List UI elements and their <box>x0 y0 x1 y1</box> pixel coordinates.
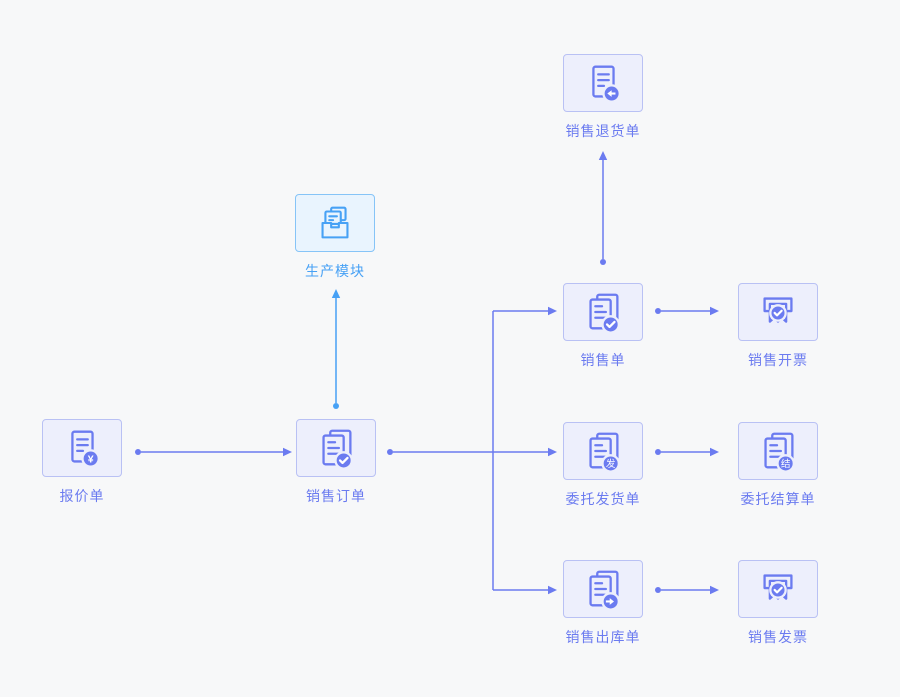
settle-badge-glyph: 结 <box>781 458 791 470</box>
node-sales-order: 销售订单 <box>296 419 376 504</box>
document-yuan-icon: ¥ <box>71 430 100 468</box>
dispatch-badge-glyph: 发 <box>606 458 616 470</box>
documents-check-icon <box>322 429 353 470</box>
production-module-card[interactable] <box>295 194 375 252</box>
node-label: 报价单 <box>59 488 105 504</box>
node-label: 销售退货单 <box>565 123 641 139</box>
node-sales-invoicing: 销售开票 <box>738 283 818 368</box>
edge-sales-outbound-to-sales-invoice <box>655 585 719 595</box>
edge-sales-order-to-production-module <box>331 289 341 409</box>
receipt-check-icon <box>763 574 793 600</box>
edge-sales-order-branch <box>387 306 557 595</box>
sales-invoicing-card[interactable] <box>738 283 818 341</box>
sales-return-card[interactable] <box>563 54 643 112</box>
node-label: 销售出库单 <box>565 629 641 645</box>
sales-slip-card[interactable] <box>563 283 643 341</box>
documents-settle-icon: 结 <box>764 432 795 473</box>
node-production-module: 生产模块 <box>295 194 375 279</box>
node-quotation: ¥ 报价单 <box>42 419 122 504</box>
node-label: 销售发票 <box>748 629 808 645</box>
inbox-archive-icon <box>321 206 349 239</box>
node-label: 委托发货单 <box>565 491 641 507</box>
consign-settlement-card[interactable]: 结 <box>738 422 818 480</box>
quotation-card[interactable]: ¥ <box>42 419 122 477</box>
node-consign-settlement: 结 委托结算单 <box>738 422 818 507</box>
receipt-check-icon <box>763 297 793 323</box>
consign-delivery-card[interactable]: 发 <box>563 422 643 480</box>
sales-invoice-card[interactable] <box>738 560 818 618</box>
sales-outbound-card[interactable] <box>563 560 643 618</box>
documents-check-icon <box>589 293 620 334</box>
node-sales-invoice: 销售发票 <box>738 560 818 645</box>
yuan-badge-glyph: ¥ <box>88 453 94 465</box>
documents-arrow-right-icon <box>589 570 620 611</box>
node-sales-return: 销售退货单 <box>563 54 643 139</box>
node-label: 委托结算单 <box>740 491 816 507</box>
node-label: 销售开票 <box>748 352 808 368</box>
node-label: 销售订单 <box>306 488 366 504</box>
document-return-icon <box>592 65 621 103</box>
documents-dispatch-icon: 发 <box>589 432 620 473</box>
node-sales-outbound: 销售出库单 <box>563 560 643 645</box>
edge-sales-slip-to-sales-invoicing <box>655 306 719 316</box>
node-label: 生产模块 <box>305 263 365 279</box>
edge-quotation-to-sales-order <box>135 447 292 457</box>
sales-order-card[interactable] <box>296 419 376 477</box>
edge-consign-delivery-to-consign-settlement <box>655 447 719 457</box>
edge-sales-slip-to-sales-return <box>598 151 608 265</box>
node-consign-delivery: 发 委托发货单 <box>563 422 643 507</box>
node-sales-slip: 销售单 <box>563 283 643 368</box>
node-label: 销售单 <box>580 352 626 368</box>
